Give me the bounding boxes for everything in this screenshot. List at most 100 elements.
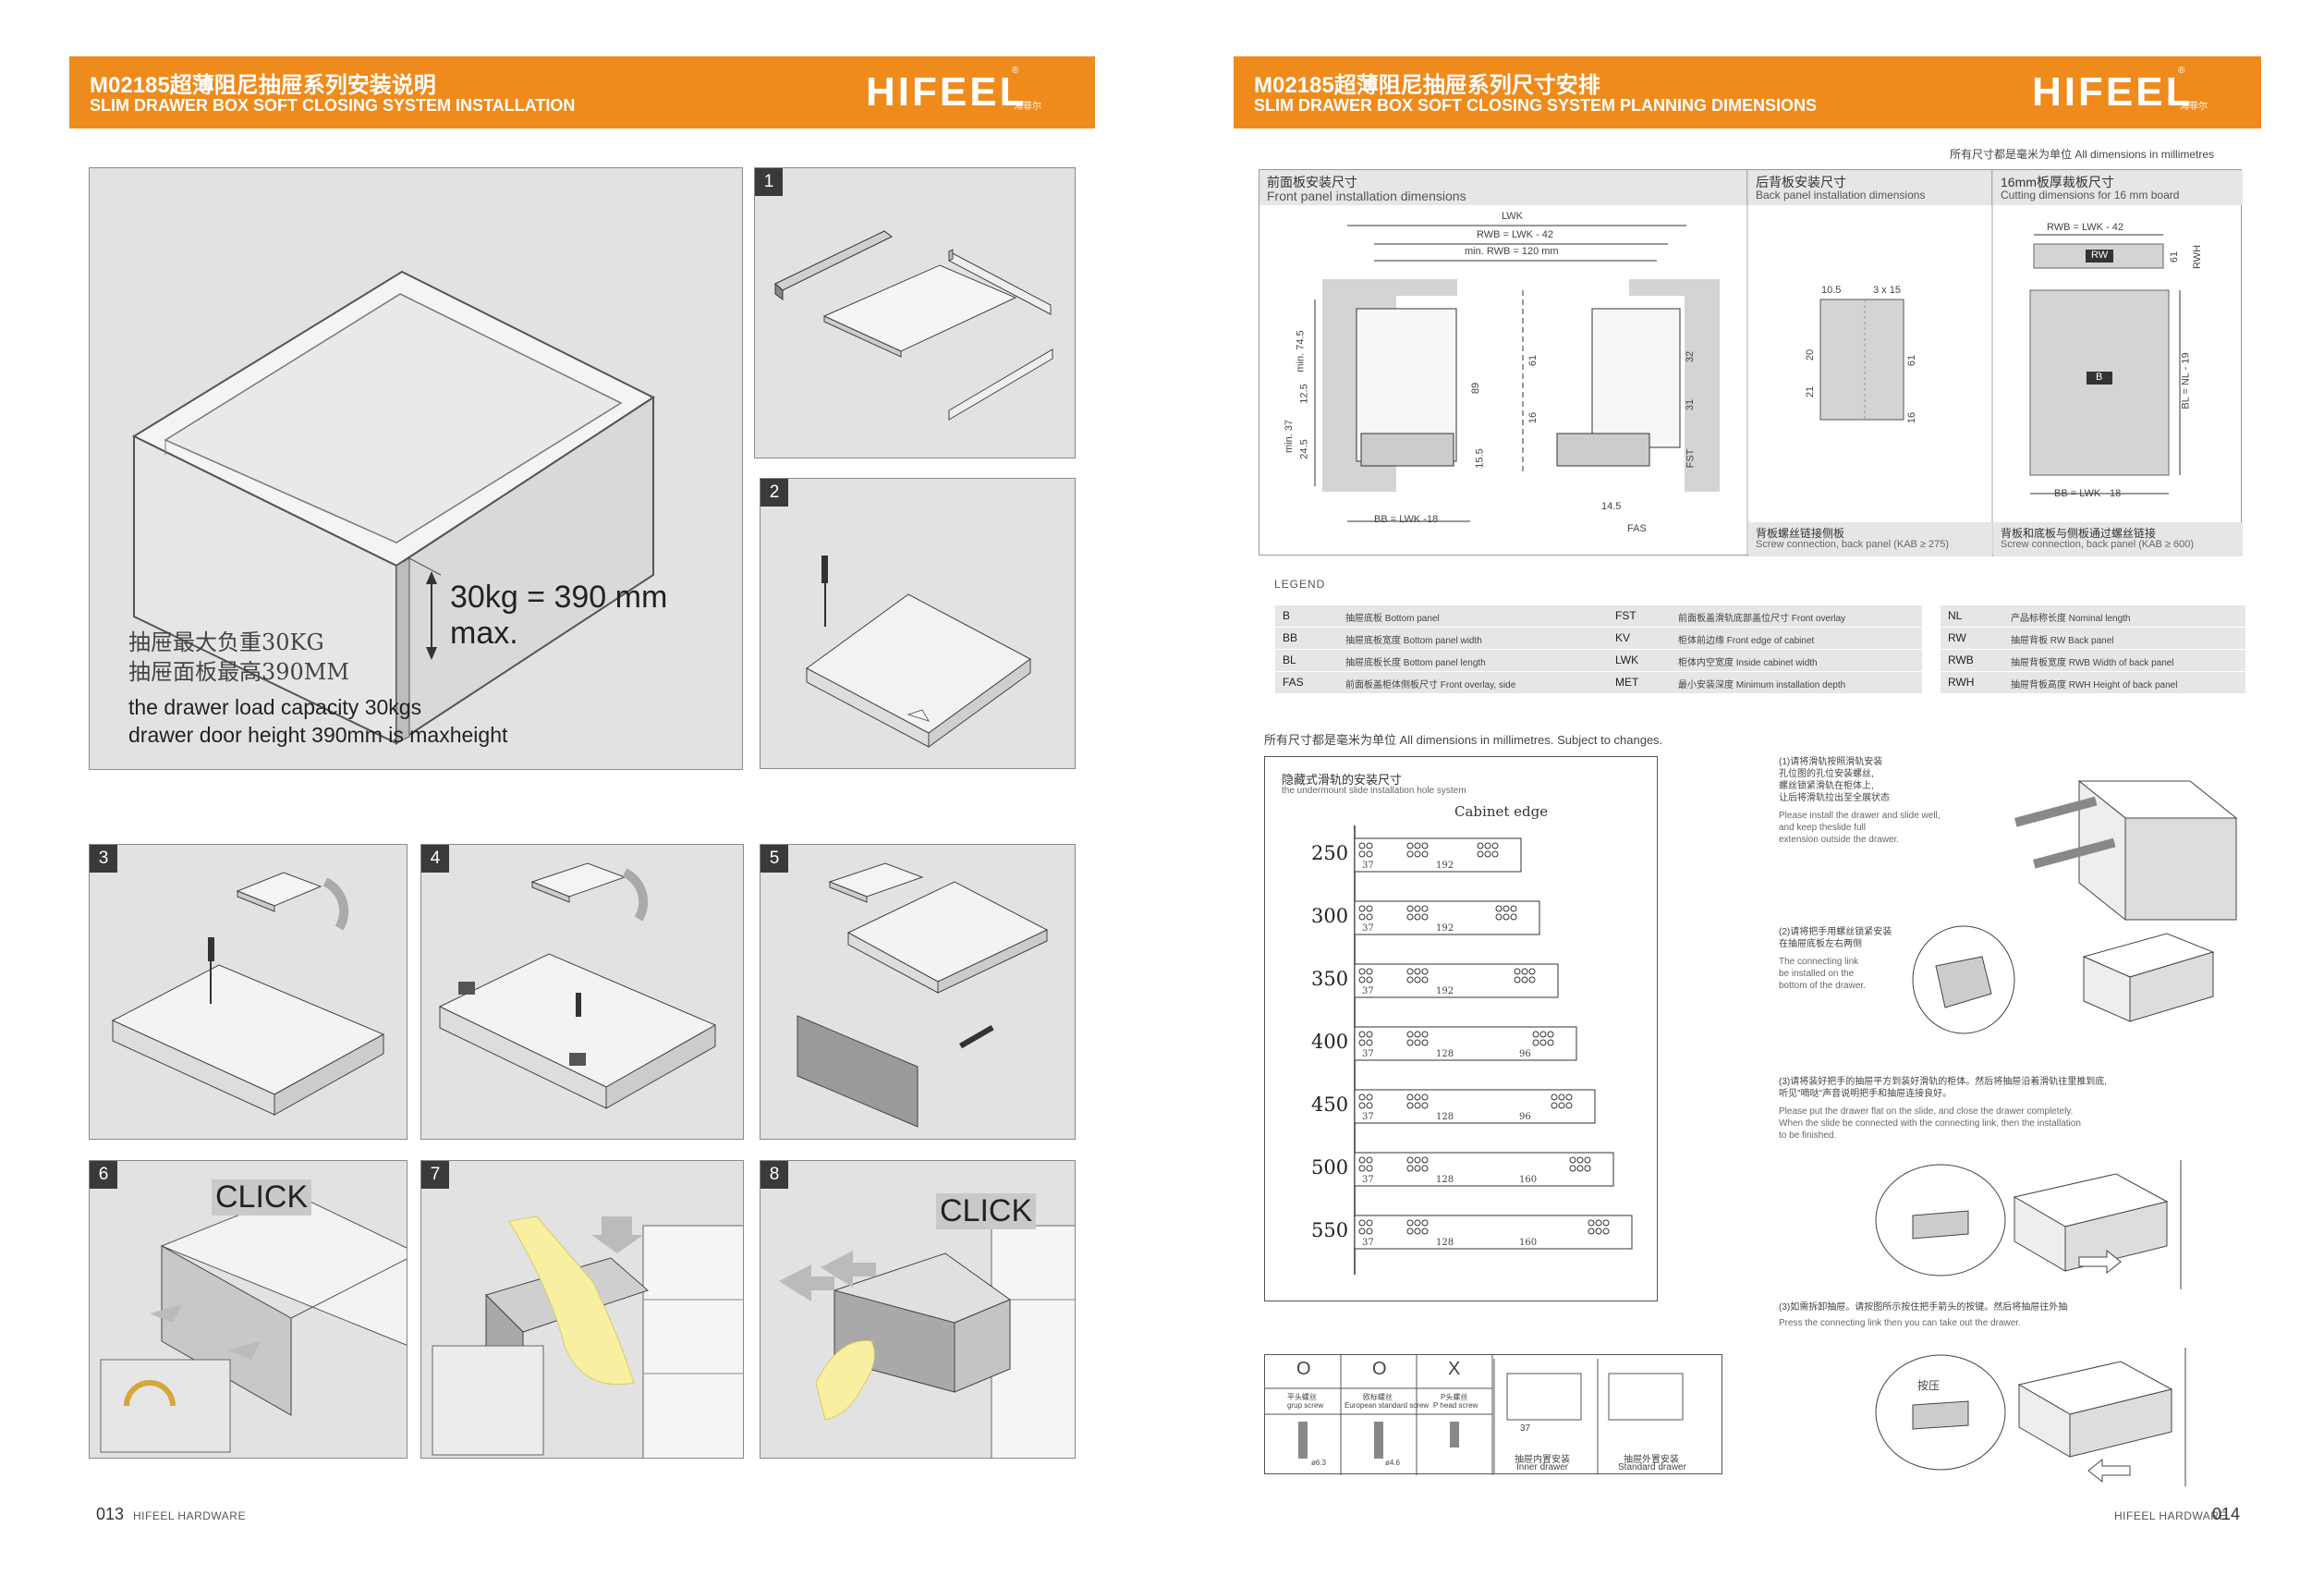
- hole-dimension-label: 37: [1362, 861, 1374, 871]
- legend-desc: 抽屉背板宽度 RWB Width of back panel: [2011, 658, 2174, 668]
- screw-en-1: grup screw: [1287, 1401, 1324, 1410]
- mounting-hole: [1406, 1156, 1414, 1164]
- legend-key: RWB: [1948, 654, 1974, 666]
- legend-key: RW: [1948, 631, 1966, 644]
- legend-desc: 柜体内空宽度 Inside cabinet width: [1678, 658, 1818, 668]
- logo-subtitle: 海菲尔: [2180, 102, 2208, 112]
- slide-size-label: 300: [1311, 905, 1349, 927]
- mounting-hole: [1421, 905, 1429, 912]
- right-title-en: SLIM DRAWER BOX SOFT CLOSING SYSTEM PLAN…: [1254, 96, 1818, 115]
- load-zh-line2: 抽屉面板最高390MM: [128, 659, 349, 685]
- legend-row: LWK 柜体内空宽度 Inside cabinet width: [1608, 650, 1922, 671]
- slide-size-label: 500: [1311, 1156, 1349, 1179]
- hole-dimension-label: 160: [1519, 1175, 1538, 1185]
- screw-dim-d6: ø6.3: [1311, 1459, 1327, 1467]
- mounting-hole: [1602, 1228, 1610, 1235]
- step-number: 1: [755, 168, 783, 196]
- step-7-panel: 7: [420, 1160, 744, 1459]
- instruction-2-zh: (2)请将把手用螺丝锁紧安装 在抽屉底板左右两侧: [1779, 927, 1892, 949]
- back-panel-footer: 背板螺丝链接侧板 Screw connection, back panel (K…: [1748, 522, 1992, 556]
- mounting-hole: [1547, 1031, 1554, 1038]
- mounting-hole: [1366, 850, 1373, 858]
- mounting-hole: [1358, 1228, 1366, 1235]
- footer-en: Screw connection, back panel (KAB ≥ 275): [1756, 539, 1950, 550]
- step-7-illustration: [432, 1215, 743, 1458]
- hole-dimension-label: 192: [1436, 861, 1454, 871]
- screw-en-3: P head screw: [1433, 1401, 1478, 1410]
- dim-fas: FAS: [1627, 523, 1647, 534]
- screw-zh-3: P头螺丝: [1441, 1393, 1468, 1401]
- hole-dimension-label: 128: [1436, 1112, 1454, 1122]
- hole-rows-drawing: [1354, 825, 1633, 1275]
- mounting-hole: [1421, 842, 1429, 849]
- hole-dimension-label: 96: [1519, 1112, 1531, 1122]
- mounting-hole: [1414, 1156, 1421, 1164]
- mounting-hole: [1358, 1039, 1366, 1046]
- mounting-hole: [1595, 1228, 1602, 1235]
- mounting-hole: [1421, 1031, 1429, 1038]
- mounting-hole: [1358, 913, 1366, 921]
- mounting-hole: [1576, 1165, 1584, 1172]
- mounting-hole: [1421, 1093, 1429, 1101]
- dim-32: 32: [1685, 350, 1697, 363]
- hole-dimension-label: 37: [1362, 1049, 1374, 1059]
- step-8-illustration: [779, 1225, 1075, 1458]
- outer-drawer-zh: 抽屉外置安装: [1624, 1455, 1679, 1465]
- instruction-3-en: Please put the drawer flat on the slide,…: [1779, 1106, 2081, 1141]
- hole-dimension-label: 192: [1436, 923, 1454, 934]
- hole-dimension-label: 37: [1362, 1112, 1374, 1122]
- mounting-hole: [1551, 1093, 1558, 1101]
- dim-fst: FST: [1685, 448, 1697, 469]
- mounting-hole: [1406, 976, 1414, 983]
- mounting-hole: [1414, 1031, 1421, 1038]
- mounting-hole: [1477, 850, 1484, 858]
- mounting-hole: [1406, 1219, 1414, 1227]
- cutting-dims-header: 16mm板厚裁板尺寸 Cutting dimensions for 16 mm …: [1993, 170, 2243, 205]
- dim-screw: 3 x 15: [1873, 285, 1901, 296]
- mounting-hole: [1414, 968, 1421, 975]
- mounting-hole: [1558, 1102, 1565, 1109]
- hole-dimension-label: 96: [1519, 1049, 1531, 1059]
- mounting-hole: [1366, 1165, 1373, 1172]
- mounting-hole: [1528, 976, 1536, 983]
- left-header: M02185超薄阻尼抽屉系列安装说明 SLIM DRAWER BOX SOFT …: [69, 56, 1095, 128]
- mounting-hole: [1358, 976, 1366, 983]
- slide-size-label: 350: [1311, 968, 1349, 990]
- dimensions-table: 前面板安装尺寸 Front panel installation dimensi…: [1259, 169, 2243, 556]
- step-number: 7: [421, 1161, 449, 1189]
- screw-legend-drawing: [1265, 1355, 1684, 1475]
- step-number: 4: [421, 845, 449, 873]
- units-note-mid: 所有尺寸都是毫米为单位 All dimensions in millimetre…: [1264, 733, 1663, 747]
- mounting-hole: [1584, 1165, 1591, 1172]
- cut-bb: BB = LWK - 18: [2054, 488, 2122, 499]
- mounting-hole: [1584, 1156, 1591, 1164]
- slide-rail-outline: [1354, 1215, 1633, 1250]
- legend-key: LWK: [1615, 654, 1639, 666]
- screw-dim-37: 37: [1520, 1423, 1531, 1434]
- mounting-hole: [1406, 1165, 1414, 1172]
- instruction-4-zh: (3)如需拆卸抽屉。请按图所示按住把手箭头的按键。然后将抽屉往外抽: [1779, 1302, 2068, 1313]
- dim-back-16: 16: [1906, 411, 1918, 424]
- load-capacity-panel: 30kg = 390 mm max. 抽屉最大负重30KG 抽屉面板最高390M…: [89, 167, 743, 770]
- slide-rail-outline: [1354, 963, 1559, 998]
- mounting-hole: [1406, 1039, 1414, 1046]
- screw-symbol-3: X: [1448, 1359, 1461, 1379]
- right-header: M02185超薄阻尼抽屉系列尺寸安排 SLIM DRAWER BOX SOFT …: [1234, 56, 2261, 128]
- dim-61: 61: [1527, 354, 1539, 367]
- hole-system-title-zh: 隐藏式滑轨的安装尺寸: [1282, 773, 1403, 787]
- dimension-drawings: [1314, 170, 2181, 556]
- hole-dimension-label: 128: [1436, 1238, 1454, 1248]
- instruction-1: (1)请将滑轨按照滑轨安装 孔位图的孔位安装螺丝, 螺丝锁紧滑轨在柜体上, 让后…: [1779, 756, 1991, 846]
- install-illustration-3: [1875, 1160, 2182, 1289]
- cut-rw: RW: [2091, 250, 2109, 261]
- mounting-hole: [1414, 976, 1421, 983]
- mounting-hole: [1521, 968, 1528, 975]
- legend-row: RWB 抽屉背板宽度 RWB Width of back panel: [1941, 650, 2245, 671]
- legend-desc: 抽屉背板高度 RWH Height of back panel: [2011, 680, 2178, 690]
- mounting-hole: [1406, 1031, 1414, 1038]
- dim-89: 89: [1470, 382, 1482, 395]
- mounting-hole: [1366, 976, 1373, 983]
- step-6-panel: 6 CLICK: [89, 1160, 408, 1459]
